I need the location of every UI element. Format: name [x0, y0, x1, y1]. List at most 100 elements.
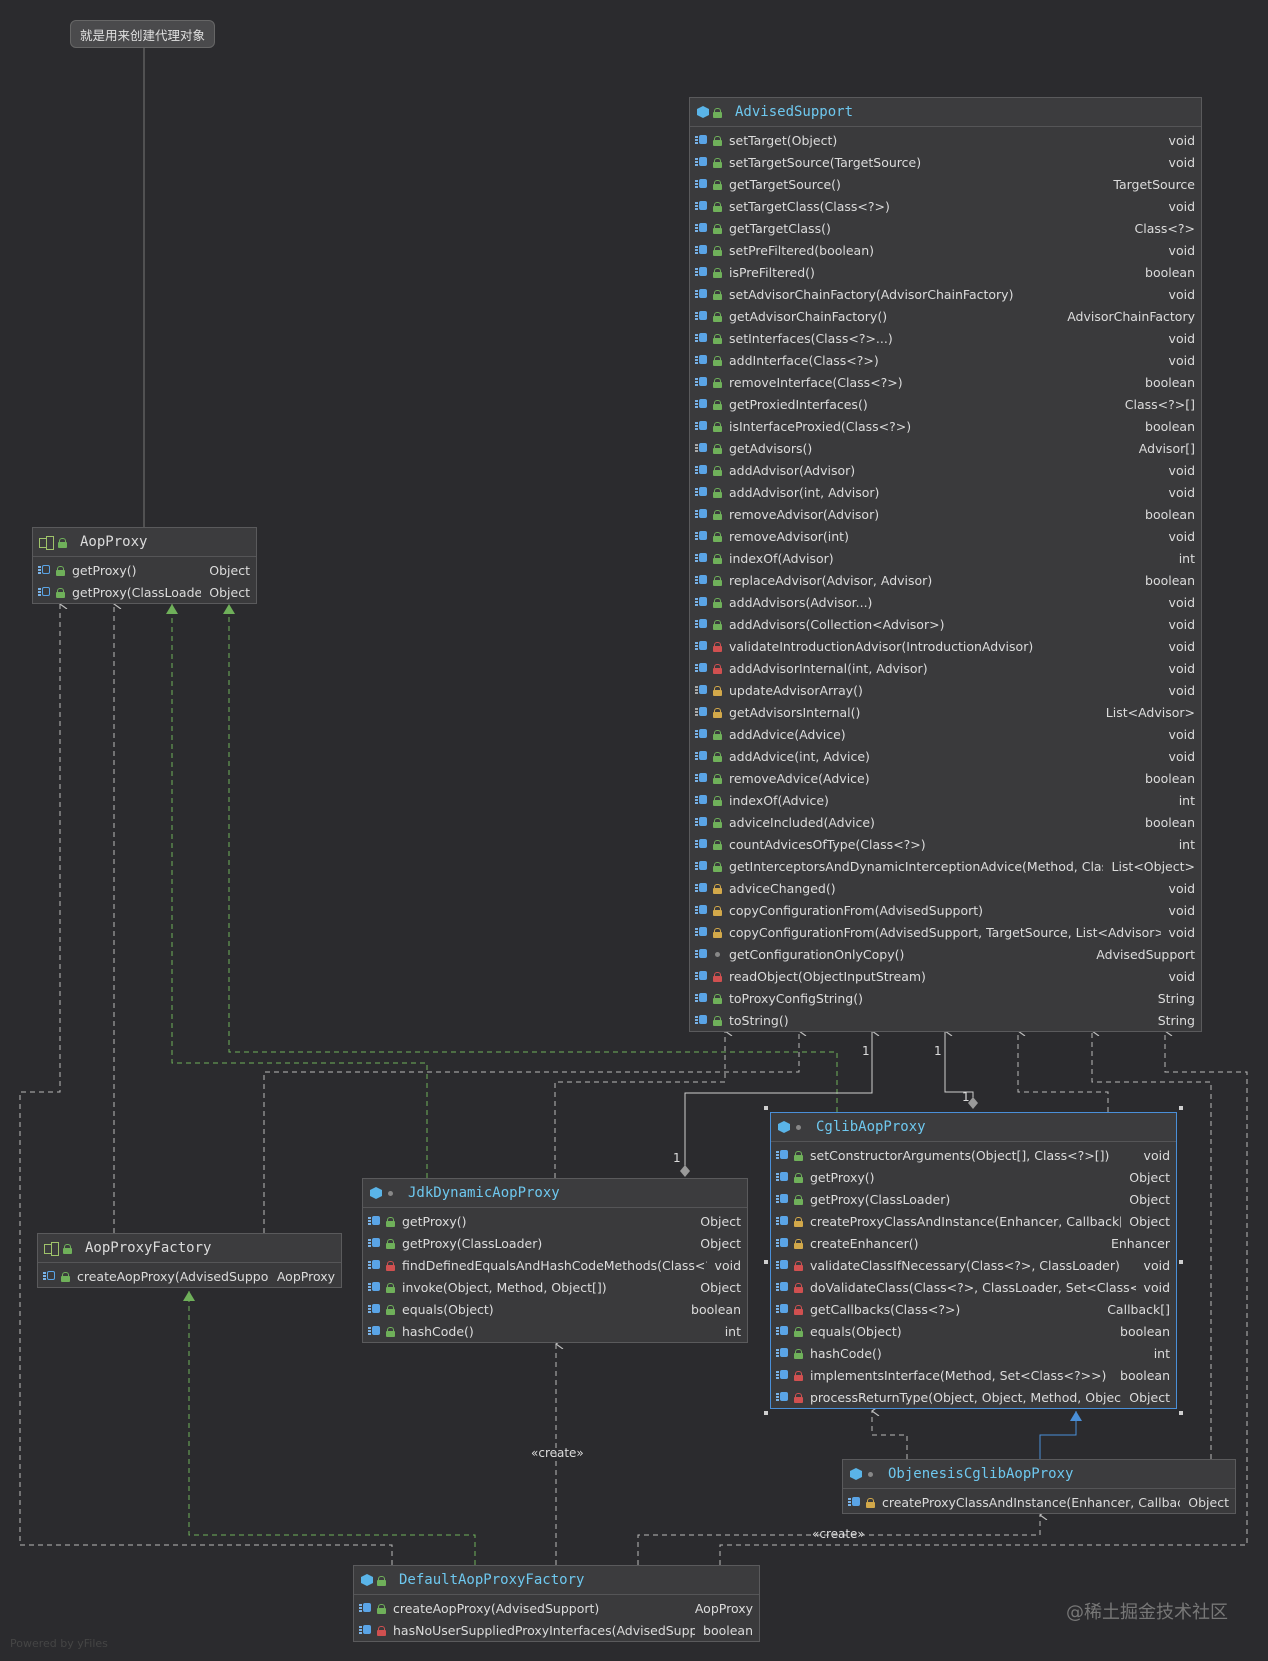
- method-icon: [694, 199, 710, 213]
- method-row[interactable]: getAdvisorChainFactory()AdvisorChainFact…: [690, 305, 1201, 327]
- method-row[interactable]: setPreFiltered(boolean)void: [690, 239, 1201, 261]
- method-row[interactable]: setConstructorArguments(Object[], Class<…: [771, 1144, 1176, 1166]
- public-lock-icon: [713, 245, 722, 256]
- method-row[interactable]: removeAdvisor(Advisor)boolean: [690, 503, 1201, 525]
- method-row[interactable]: hasNoUserSuppliedProxyInterfaces(Advised…: [354, 1619, 759, 1641]
- method-row[interactable]: setInterfaces(Class<?>...)void: [690, 327, 1201, 349]
- method-row[interactable]: validateIntroductionAdvisor(Introduction…: [690, 635, 1201, 657]
- method-row[interactable]: implementsInterface(Method, Set<Class<?>…: [771, 1364, 1176, 1386]
- method-row[interactable]: addAdvice(int, Advice)void: [690, 745, 1201, 767]
- method-row[interactable]: addAdvisors(Collection<Advisor>)void: [690, 613, 1201, 635]
- method-return-type: boolean: [1145, 770, 1195, 786]
- method-row[interactable]: doValidateClass(Class<?>, ClassLoader, S…: [771, 1276, 1176, 1298]
- method-row[interactable]: setTargetClass(Class<?>)void: [690, 195, 1201, 217]
- method-return-type: boolean: [703, 1622, 753, 1638]
- method-name: removeAdvisor(int): [729, 528, 849, 544]
- method-row[interactable]: countAdvicesOfType(Class<?>)int: [690, 833, 1201, 855]
- method-row[interactable]: addAdvisorInternal(int, Advisor)void: [690, 657, 1201, 679]
- method-icon: [358, 1623, 374, 1637]
- method-row[interactable]: createAopProxy(AdvisedSupport)AopProxy: [38, 1265, 341, 1287]
- method-row[interactable]: setTarget(Object)void: [690, 129, 1201, 151]
- method-row[interactable]: getProxy(ClassLoader)Object: [363, 1232, 747, 1254]
- method-name: indexOf(Advice): [729, 792, 829, 808]
- method-row[interactable]: getProxiedInterfaces()Class<?>[]: [690, 393, 1201, 415]
- method-row[interactable]: indexOf(Advice)int: [690, 789, 1201, 811]
- public-lock-icon: [377, 1603, 386, 1614]
- method-row[interactable]: indexOf(Advisor)int: [690, 547, 1201, 569]
- method-row[interactable]: getCallbacks(Class<?>)Callback[]: [771, 1298, 1176, 1320]
- method-row[interactable]: getProxy()Object: [771, 1166, 1176, 1188]
- method-icon: [775, 1170, 791, 1184]
- method-row[interactable]: toProxyConfigString()String: [690, 987, 1201, 1009]
- method-row[interactable]: getAdvisorsInternal()List<Advisor>: [690, 701, 1201, 723]
- method-row[interactable]: getProxy(ClassLoader)Object: [33, 581, 256, 603]
- method-return-type: void: [1168, 924, 1195, 940]
- method-row[interactable]: getTargetClass()Class<?>: [690, 217, 1201, 239]
- method-row[interactable]: removeInterface(Class<?>)boolean: [690, 371, 1201, 393]
- method-row[interactable]: processReturnType(Object, Object, Method…: [771, 1386, 1176, 1408]
- method-row[interactable]: equals(Object)boolean: [771, 1320, 1176, 1342]
- selection-handle[interactable]: [1179, 1106, 1183, 1110]
- method-row[interactable]: replaceAdvisor(Advisor, Advisor)boolean: [690, 569, 1201, 591]
- method-row[interactable]: toString()String: [690, 1009, 1201, 1031]
- method-row[interactable]: getAdvisors()Advisor[]: [690, 437, 1201, 459]
- method-icon: [775, 1258, 791, 1272]
- method-row[interactable]: addAdvisor(Advisor)void: [690, 459, 1201, 481]
- selection-handle[interactable]: [1179, 1260, 1183, 1264]
- method-name: getAdvisorsInternal(): [729, 704, 861, 720]
- method-row[interactable]: removeAdvice(Advice)boolean: [690, 767, 1201, 789]
- method-row[interactable]: hashCode()int: [363, 1320, 747, 1342]
- method-row[interactable]: addInterface(Class<?>)void: [690, 349, 1201, 371]
- method-row[interactable]: copyConfigurationFrom(AdvisedSupport)voi…: [690, 899, 1201, 921]
- method-name: getInterceptorsAndDynamicInterceptionAdv…: [729, 858, 1103, 874]
- method-row[interactable]: findDefinedEqualsAndHashCodeMethods(Clas…: [363, 1254, 747, 1276]
- method-row[interactable]: invoke(Object, Method, Object[])Object: [363, 1276, 747, 1298]
- method-row[interactable]: createProxyClassAndInstance(Enhancer, Ca…: [843, 1491, 1235, 1513]
- method-row[interactable]: removeAdvisor(int)void: [690, 525, 1201, 547]
- method-row[interactable]: isInterfaceProxied(Class<?>)boolean: [690, 415, 1201, 437]
- method-row[interactable]: createProxyClassAndInstance(Enhancer, Ca…: [771, 1210, 1176, 1232]
- method-icon: [37, 563, 53, 577]
- method-row[interactable]: updateAdvisorArray()void: [690, 679, 1201, 701]
- method-row[interactable]: copyConfigurationFrom(AdvisedSupport, Ta…: [690, 921, 1201, 943]
- method-row[interactable]: addAdvice(Advice)void: [690, 723, 1201, 745]
- method-row[interactable]: getInterceptorsAndDynamicInterceptionAdv…: [690, 855, 1201, 877]
- method-row[interactable]: getProxy()Object: [363, 1210, 747, 1232]
- method-row[interactable]: getConfigurationOnlyCopy()AdvisedSupport: [690, 943, 1201, 965]
- method-row[interactable]: getProxy(ClassLoader)Object: [771, 1188, 1176, 1210]
- method-return-type: Object: [1129, 1213, 1170, 1229]
- method-row[interactable]: adviceChanged()void: [690, 877, 1201, 899]
- method-row[interactable]: isPreFiltered()boolean: [690, 261, 1201, 283]
- method-row[interactable]: readObject(ObjectInputStream)void: [690, 965, 1201, 987]
- method-row[interactable]: createAopProxy(AdvisedSupport)AopProxy: [354, 1597, 759, 1619]
- class-title: CglibAopProxy: [816, 1119, 926, 1135]
- method-icon: [367, 1324, 383, 1338]
- method-name: getProxy(): [810, 1169, 875, 1185]
- selection-handle[interactable]: [764, 1106, 768, 1110]
- method-row[interactable]: setAdvisorChainFactory(AdvisorChainFacto…: [690, 283, 1201, 305]
- method-row[interactable]: addAdvisor(int, Advisor)void: [690, 481, 1201, 503]
- method-row[interactable]: hashCode()int: [771, 1342, 1176, 1364]
- comment-note[interactable]: 就是用来创建代理对象: [70, 20, 216, 48]
- method-row[interactable]: setTargetSource(TargetSource)void: [690, 151, 1201, 173]
- method-name: getTargetSource(): [729, 176, 841, 192]
- method-row[interactable]: getTargetSource()TargetSource: [690, 173, 1201, 195]
- selection-handle[interactable]: [1179, 1411, 1183, 1415]
- cglib-aop-proxy-class[interactable]: CglibAopProxy setConstructorArguments(Obj…: [770, 1112, 1177, 1409]
- selection-handle[interactable]: [764, 1411, 768, 1415]
- public-lock-icon: [713, 443, 722, 454]
- method-row[interactable]: validateClassIfNecessary(Class<?>, Class…: [771, 1254, 1176, 1276]
- method-row[interactable]: addAdvisors(Advisor...)void: [690, 591, 1201, 613]
- method-row[interactable]: adviceIncluded(Advice)boolean: [690, 811, 1201, 833]
- method-row[interactable]: equals(Object)boolean: [363, 1298, 747, 1320]
- method-row[interactable]: getProxy()Object: [33, 559, 256, 581]
- public-lock-icon: [713, 267, 722, 278]
- selection-handle[interactable]: [764, 1260, 768, 1264]
- method-row[interactable]: createEnhancer()Enhancer: [771, 1232, 1176, 1254]
